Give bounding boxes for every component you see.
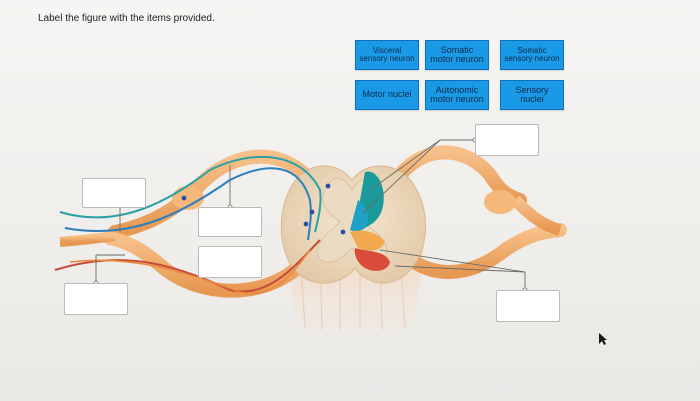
- drop-target-center-upper[interactable]: [198, 207, 262, 237]
- left-ganglion: [172, 186, 204, 210]
- tile-somatic-sensory-neuron[interactable]: Somatic sensory neuron: [500, 40, 564, 70]
- right-spinal-nerve: [510, 195, 562, 236]
- right-ganglion: [484, 190, 516, 214]
- autonomic-nucleus-orange: [350, 230, 385, 251]
- tile-somatic-motor-neuron[interactable]: Somatic motor neuron: [425, 40, 489, 70]
- instruction-text: Label the figure with the items provided…: [38, 13, 215, 24]
- tile-visceral-sensory-neuron[interactable]: Visceral sensory neuron: [355, 40, 419, 70]
- tile-motor-nuclei[interactable]: Motor nuclei: [355, 80, 419, 110]
- drop-target-right-top[interactable]: [475, 124, 539, 156]
- orange-motor-path: [69, 249, 311, 295]
- teal-sensory-path: [59, 155, 322, 233]
- tile-sensory-nuclei[interactable]: Sensory nuclei: [500, 80, 564, 110]
- motor-nucleus-red: [354, 248, 390, 271]
- drop-target-right-bottom[interactable]: [496, 290, 560, 322]
- left-spinal-nerve: [59, 231, 116, 247]
- drop-target-center-lower[interactable]: [198, 246, 262, 278]
- drop-target-left-bottom[interactable]: [64, 283, 128, 315]
- right-ventral-root: [398, 223, 567, 279]
- autonomic-nucleus-blue: [350, 200, 369, 232]
- pointer-cursor-icon: [599, 333, 607, 345]
- tile-autonomic-motor-neuron[interactable]: Autonomic motor neuron: [425, 80, 489, 110]
- left-dorsal-root: [108, 149, 317, 239]
- drop-target-left-top[interactable]: [82, 178, 146, 208]
